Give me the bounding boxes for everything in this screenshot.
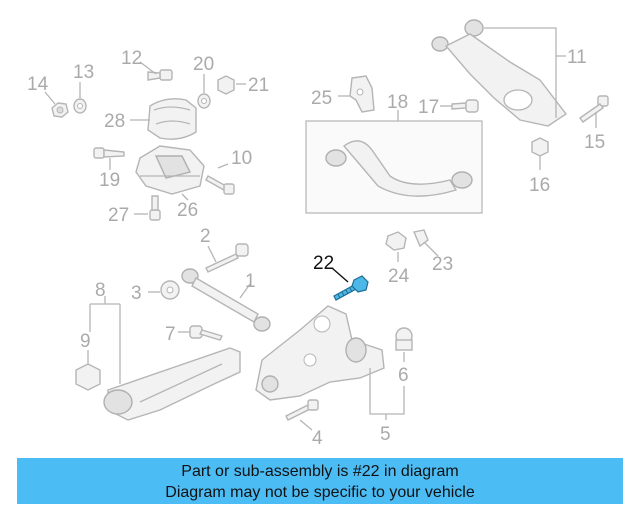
callout-1[interactable]: 1 [245, 271, 256, 292]
callout-15[interactable]: 15 [584, 132, 605, 153]
callout-16[interactable]: 16 [529, 175, 550, 196]
part-21-nut[interactable] [217, 75, 235, 95]
part-1-lateral-link[interactable] [181, 268, 271, 332]
callout-14[interactable]: 14 [27, 74, 49, 95]
callout-4[interactable]: 4 [312, 428, 323, 449]
callout-8[interactable]: 8 [95, 280, 106, 301]
callout-5[interactable]: 5 [380, 424, 391, 445]
part-4-bolt[interactable] [285, 399, 319, 421]
callout-11[interactable]: 11 [567, 47, 587, 68]
callout-13[interactable]: 13 [73, 62, 94, 83]
part-25-bracket[interactable] [349, 75, 375, 113]
part-16-nut[interactable] [531, 137, 549, 157]
part-6-bushing[interactable] [395, 327, 413, 351]
callout-6[interactable]: 6 [398, 365, 409, 386]
part-9-cap[interactable] [75, 363, 101, 391]
part-7-bolt[interactable] [189, 325, 223, 341]
part-2-bolt[interactable] [205, 243, 249, 273]
callout-22[interactable]: 22 [313, 253, 334, 274]
callout-9[interactable]: 9 [80, 331, 91, 352]
callout-26[interactable]: 26 [177, 200, 198, 221]
callout-18[interactable]: 18 [387, 92, 408, 113]
callout-10[interactable]: 10 [231, 148, 252, 169]
part-3-bushing[interactable] [160, 280, 180, 300]
callout-28[interactable]: 28 [104, 111, 125, 132]
callout-27[interactable]: 27 [108, 205, 129, 226]
banner-line-2: Diagram may not be specific to your vehi… [165, 484, 475, 501]
callout-2[interactable]: 2 [200, 226, 211, 247]
part-22-bolt[interactable] [333, 275, 369, 301]
part-17-bolt[interactable] [451, 99, 479, 113]
callout-7[interactable]: 7 [165, 324, 176, 345]
callout-17[interactable]: 17 [418, 97, 439, 118]
part-24-nut[interactable] [385, 231, 407, 251]
part-5-knuckle[interactable] [255, 305, 385, 401]
part-8-trailing-arm[interactable] [103, 347, 241, 421]
part-26-differential-mount[interactable] [135, 145, 205, 195]
banner-line-1: Part or sub-assembly is #22 in diagram [181, 463, 459, 480]
part-28-mount-cushion[interactable] [147, 98, 197, 140]
callout-19[interactable]: 19 [99, 170, 120, 191]
part-10-bolt[interactable] [205, 175, 235, 195]
part-11-lower-control-arm[interactable] [431, 19, 568, 127]
callout-23[interactable]: 23 [432, 254, 453, 275]
callout-21[interactable]: 21 [248, 75, 269, 96]
part-14-nut[interactable] [51, 102, 69, 118]
part-15-bolt[interactable] [579, 95, 609, 123]
callout-25[interactable]: 25 [311, 88, 332, 109]
part-12-bolt[interactable] [147, 69, 173, 81]
callout-12[interactable]: 12 [121, 48, 142, 69]
callout-24[interactable]: 24 [388, 266, 410, 287]
part-19-bolt[interactable] [93, 147, 125, 159]
info-banner: Part or sub-assembly is #22 in diagram D… [17, 458, 623, 504]
part-18-upper-arm[interactable] [305, 120, 483, 214]
callout-3[interactable]: 3 [131, 283, 142, 304]
callout-20[interactable]: 20 [193, 54, 214, 75]
part-13-washer[interactable] [73, 98, 87, 114]
part-27-bolt[interactable] [149, 195, 161, 221]
part-20-washer[interactable] [197, 93, 211, 109]
